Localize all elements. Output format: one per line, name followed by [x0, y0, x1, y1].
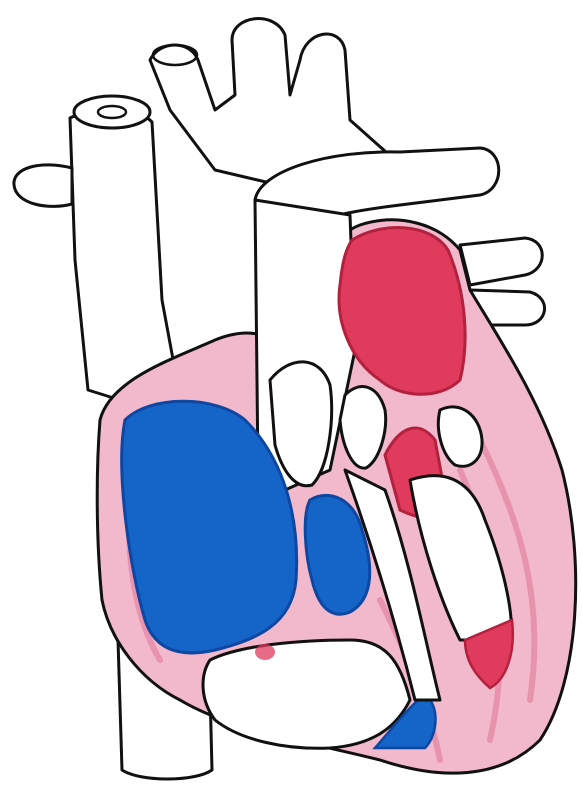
- left-vessel-stub: [14, 165, 72, 206]
- right-ventricle: [203, 640, 410, 748]
- superior-vena-cava: [70, 96, 175, 400]
- valve-leaflet-dot: [255, 644, 275, 660]
